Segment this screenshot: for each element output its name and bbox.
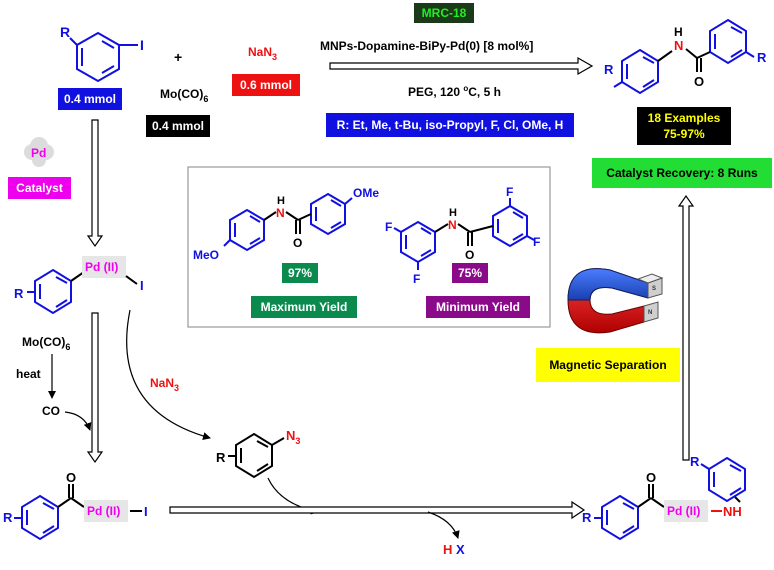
catalyst-recovery-box: Catalyst Recovery: 8 Runs xyxy=(592,158,772,188)
magnet-pole-n: N xyxy=(648,310,652,316)
product-o-label: O xyxy=(694,74,704,89)
substituents-box: R: Et, Me, t-Bu, iso-Propyl, F, Cl, OMe,… xyxy=(326,113,574,137)
bottom-reaction-arrow xyxy=(169,500,586,520)
min-f-bottom: F xyxy=(413,272,420,286)
pd-amido-r-left: R xyxy=(582,510,592,525)
min-n-label: N xyxy=(448,218,457,232)
nan3-reagent-label: NaN3 xyxy=(248,45,277,62)
azide-r-label: R xyxy=(216,450,226,465)
acyl-carbonyl xyxy=(57,484,85,508)
min-yield-label-box: Minimum Yield xyxy=(426,296,530,318)
moco-cycle-label: Mo(CO)6 xyxy=(22,335,70,352)
pd-catalyst-label: Pd xyxy=(31,146,46,160)
min-f-left: F xyxy=(385,220,392,234)
max-yield-value-box: 97% xyxy=(282,263,318,283)
aryl-azide-structure xyxy=(228,432,285,479)
max-yield-label-box: Maximum Yield xyxy=(251,296,357,318)
iodide-label-2: I xyxy=(144,504,148,519)
nan3-amount-box: 0.6 mmol xyxy=(232,74,300,96)
min-o-label: O xyxy=(465,248,474,262)
co-curved-arrow xyxy=(64,411,92,431)
nan3-curved-arrow xyxy=(126,309,211,440)
min-f-top: F xyxy=(506,185,513,199)
nan3-cycle-label: NaN3 xyxy=(150,376,179,393)
aryl-iodide-i-label: I xyxy=(140,37,144,53)
pd-amido-structure xyxy=(594,456,746,541)
max-o-label: O xyxy=(293,236,302,250)
min-f-right: F xyxy=(533,235,540,249)
product-r-left: R xyxy=(604,62,614,77)
max-yield-amide xyxy=(263,211,312,234)
magnet-icon xyxy=(567,268,664,334)
ar-pd-bond xyxy=(70,271,85,282)
catalyst-code-badge: MRC-18 xyxy=(414,3,474,23)
magnet-pole-s: S xyxy=(652,286,656,292)
max-h-label: H xyxy=(277,195,285,207)
pd-amido-carbonyl xyxy=(637,484,665,508)
conditions-text: PEG, 120 oC, 5 h xyxy=(408,84,501,99)
catalyst-down-arrow xyxy=(86,119,104,248)
aryl-pd-iodide-structure xyxy=(27,268,72,315)
acyl-o-label: O xyxy=(66,470,76,485)
hx-h-label: H xyxy=(443,542,452,557)
amide-product-structure xyxy=(613,18,755,95)
main-reaction-arrow xyxy=(329,56,594,76)
co-label: CO xyxy=(42,404,60,418)
hx-elimination-arrow xyxy=(427,511,460,539)
iodide-label-1: I xyxy=(140,278,144,293)
moco-amount-box: 0.4 mmol xyxy=(146,115,210,137)
pd-nh-label: NH xyxy=(723,504,742,519)
min-yield-value-box: 75% xyxy=(452,263,488,283)
aryl-iodide-amount-box: 0.4 mmol xyxy=(58,88,122,110)
min-h-label: H xyxy=(449,207,457,219)
max-ome-label: OMe xyxy=(353,186,379,200)
hx-x-label: X xyxy=(456,542,465,557)
pd-ii-highlight-2 xyxy=(84,500,128,522)
pd-ii-highlight-3 xyxy=(664,500,708,522)
magnetic-separation-box: Magnetic Separation xyxy=(536,348,680,382)
pd-i-bond xyxy=(125,275,138,285)
product-h-label: H xyxy=(674,25,683,39)
pd-amido-r-top: R xyxy=(690,454,700,469)
min-yield-structure xyxy=(393,198,535,270)
product-r-right: R xyxy=(757,50,767,65)
product-n-label: N xyxy=(674,38,683,53)
acyl-r-label: R xyxy=(3,510,13,525)
max-n-label: N xyxy=(276,206,285,220)
pd-ii-label-2: Pd (II) xyxy=(87,504,120,518)
min-yield-amide xyxy=(434,223,494,246)
azide-n3-label: N3 xyxy=(286,428,300,446)
recovery-up-arrow xyxy=(677,194,695,461)
pd-catalyst-blob xyxy=(24,137,54,167)
moco-reagent-label: Mo(CO)6 xyxy=(160,87,208,104)
co-insertion-arrow xyxy=(86,312,104,464)
amide-linker xyxy=(657,48,711,72)
nh-aryl-bond xyxy=(734,496,741,503)
catalyst-label-box: Catalyst xyxy=(8,177,71,199)
catalyst-name-text: MNPs-Dopamine-BiPy-Pd(0) [8 mol%] xyxy=(320,39,533,53)
examples-count: 18 Examples xyxy=(647,111,721,125)
plus-sign: + xyxy=(174,49,182,65)
pd-ii-label-3: Pd (II) xyxy=(667,504,700,518)
pd-amido-o-label: O xyxy=(646,470,656,485)
aryl-iodide-r-label: R xyxy=(60,24,70,40)
heat-label: heat xyxy=(16,367,41,381)
pd-ii-label-1: Pd (II) xyxy=(85,260,118,274)
pd-ii-highlight xyxy=(82,256,126,278)
aryl-iodide-structure xyxy=(69,31,138,83)
examples-box: 18 Examples 75-97% xyxy=(637,107,731,145)
pd-aryl-r-label: R xyxy=(14,286,24,301)
yield-range: 75-97% xyxy=(663,127,705,141)
acyl-pd-structure xyxy=(14,494,59,541)
max-meo-label: MeO xyxy=(193,248,219,262)
